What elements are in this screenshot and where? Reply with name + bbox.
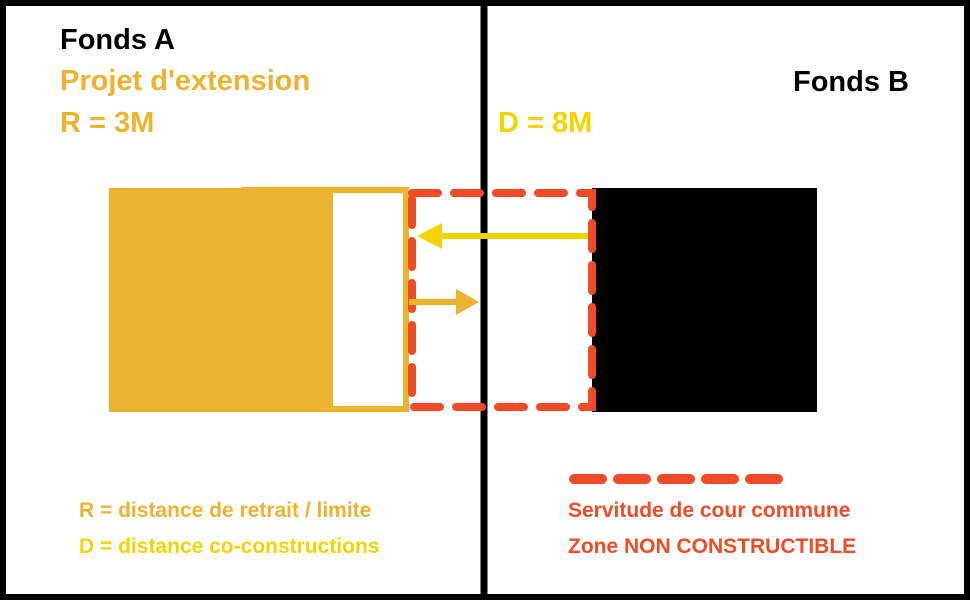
fonds-a-existing-building [109,188,335,412]
fonds-b-building [592,188,817,412]
legend-d-definition: D = distance co-constructions [79,535,379,558]
legend-zone-label: Zone NON CONSTRUCTIBLE [568,535,856,558]
fonds-b-title: Fonds B [793,66,909,98]
retrait-r-arrow-head [456,289,479,315]
legend-servitude-label: Servitude de cour commune [568,499,850,522]
retrait-value-label: R = 3M [60,107,154,139]
distance-value-label: D = 8M [498,107,592,139]
distance-d-arrow-head [417,223,442,249]
fonds-a-project-label: Projet d'extension [60,65,310,97]
legend-r-definition: R = distance de retrait / limite [79,499,371,522]
fonds-a-title: Fonds A [60,24,175,56]
extension-inner-area [333,193,403,406]
